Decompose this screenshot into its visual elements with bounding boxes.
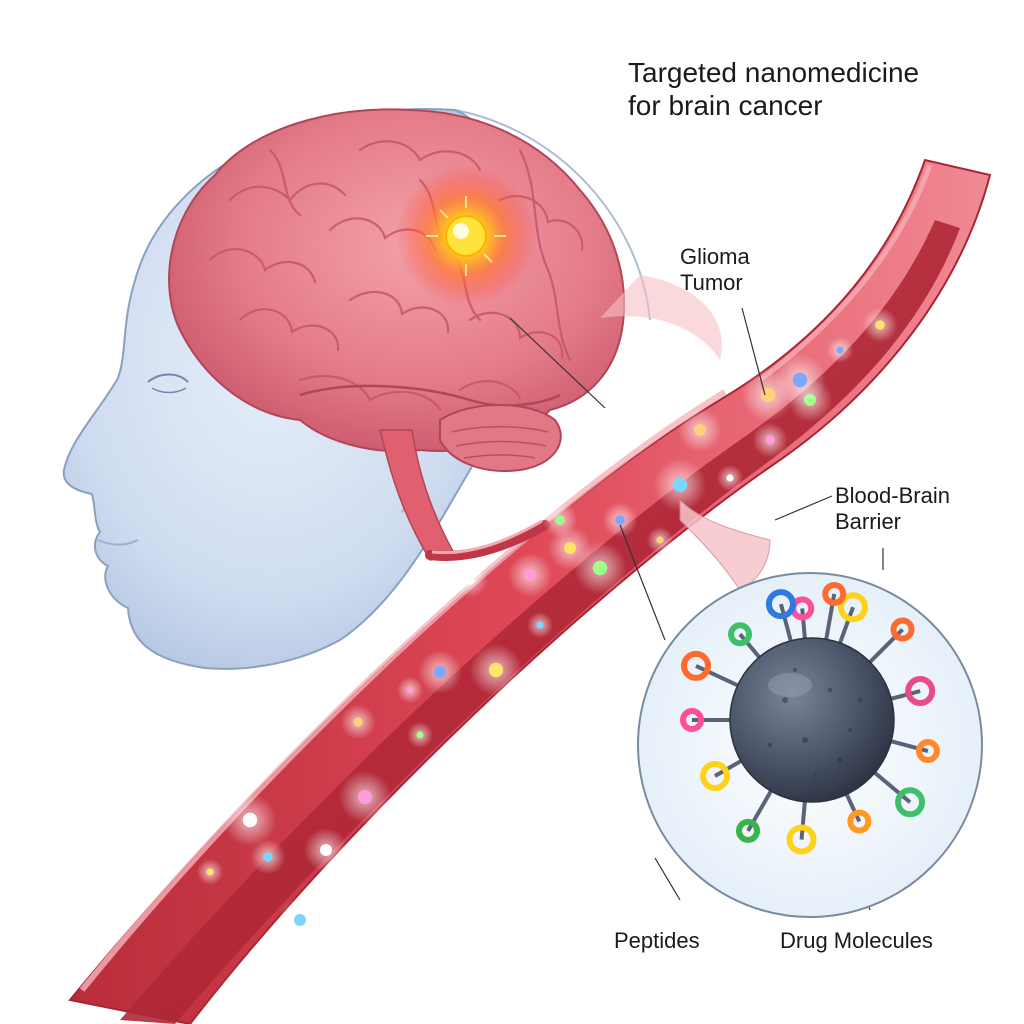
ligand-ring <box>915 739 940 764</box>
nanoparticle-dot <box>263 852 273 862</box>
ligand-ring <box>895 787 926 818</box>
ligand-ring <box>838 592 869 623</box>
peptide-stem <box>871 769 912 804</box>
ligand-ring <box>680 708 704 732</box>
particle-field <box>196 307 898 942</box>
nanoparticle-dot <box>792 372 808 388</box>
ligand-ring <box>890 617 915 642</box>
peptide-stem <box>837 606 855 646</box>
peptides-label: Peptides <box>614 928 700 953</box>
nanoparticle-dot <box>672 477 688 493</box>
peptide-stem <box>799 799 808 840</box>
title-line-2: for brain cancer <box>628 90 823 122</box>
page-title: Targeted nanomedicine for brain cancer <box>628 56 919 122</box>
nanoparticle-dot <box>416 731 424 739</box>
nanoparticle-dot <box>320 844 332 856</box>
nanoparticle-sphere-icon <box>729 637 895 803</box>
peptide-stem <box>714 758 744 778</box>
bbb-label-line-2: Barrier <box>835 508 902 534</box>
nanoparticle-dot <box>760 387 776 403</box>
ligand-ring <box>736 818 760 843</box>
barrier-membrane <box>679 498 771 591</box>
ligand-ring <box>905 676 936 707</box>
nanoparticle-dot <box>406 686 414 694</box>
nanoparticle-dot <box>524 569 536 581</box>
title-line-1: Targeted nanomedicine <box>628 57 920 88</box>
ligand-ring <box>700 761 731 791</box>
nanoparticle-dot <box>765 435 775 445</box>
tumor-glow-icon <box>396 166 536 306</box>
peptide-stem <box>843 791 862 823</box>
nanoparticle-dot <box>656 536 664 544</box>
bbb-label-line-1: Blood-Brain <box>835 483 950 508</box>
nanoparticle-dot <box>836 346 844 354</box>
peptide-stem <box>800 608 808 641</box>
drug-molecules-label: Drug Molecules <box>780 928 933 953</box>
nanoparticle-dot <box>357 789 373 805</box>
peptide-stem <box>888 689 921 702</box>
peptide-stem <box>738 632 763 661</box>
nanoparticle-dot <box>615 515 625 525</box>
nanoparticle-dot <box>726 474 734 482</box>
nanoparticle-dot <box>434 666 446 678</box>
glioma-tumor-label: Glioma Tumor <box>680 244 750 296</box>
nanoparticle-dot <box>592 560 608 576</box>
peptide-stem <box>695 664 741 689</box>
ligand-ring <box>728 622 753 647</box>
nanoparticle-dot <box>242 812 258 828</box>
peptide-stem <box>779 603 794 644</box>
ligand-ring <box>847 809 872 834</box>
ligand-ring <box>786 824 817 855</box>
blood-brain-barrier-label: Blood-Brain Barrier <box>835 483 950 535</box>
nanoparticle-dot <box>465 575 475 585</box>
ligand-ring <box>822 581 847 606</box>
nanoparticle-dot <box>555 515 565 525</box>
nanoparticle-dot <box>536 621 544 629</box>
nanoparticle-dot <box>353 717 363 727</box>
glioma-label-line-1: Glioma <box>680 244 750 269</box>
nanoparticle-inset <box>637 572 983 918</box>
nanoparticle-dot <box>564 542 576 554</box>
nanoparticle-dot <box>294 914 306 926</box>
ligand-ring <box>680 650 711 681</box>
nanoparticle-dot <box>694 424 706 436</box>
ligand-ring <box>765 589 796 620</box>
glioma-label-line-2: Tumor <box>680 269 743 295</box>
nanoparticle-dot <box>875 320 885 330</box>
nanoparticle-dot <box>206 868 214 876</box>
nanoparticle-dot <box>488 662 504 678</box>
